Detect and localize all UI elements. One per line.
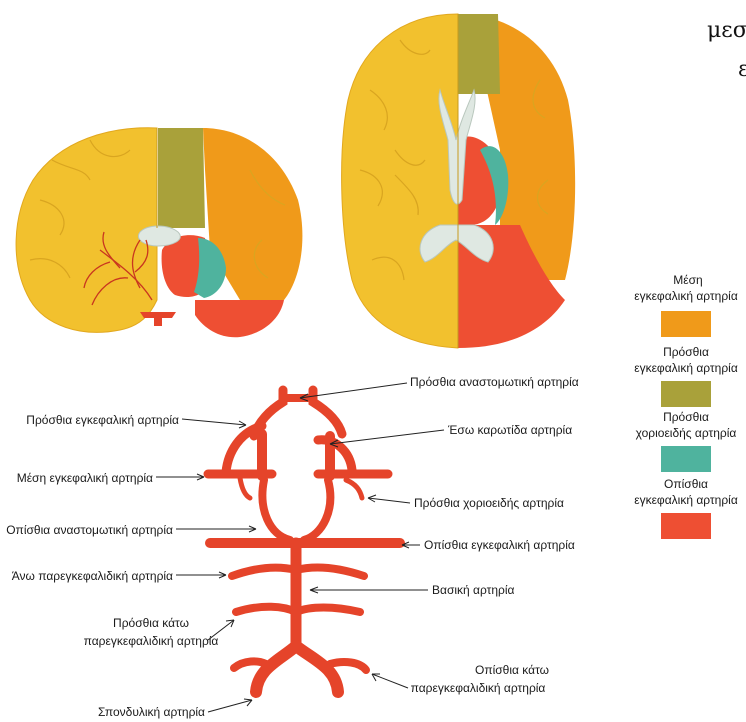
legend-aca-label-line-2: εγκεφαλική αρτηρία (634, 361, 738, 375)
circle-of-willis (208, 390, 400, 692)
coronal-aca-territory (158, 128, 205, 228)
anterior-cerebral-artery-right (313, 390, 342, 434)
axial-left-hemisphere (342, 14, 458, 348)
legend-pca-swatch (661, 513, 711, 539)
anterior-choroidal-left (240, 478, 250, 498)
axial-brain-section (342, 14, 576, 348)
legend-item-pca: Οπίσθια εγκεφαλική αρτηρία (634, 477, 738, 539)
anterior-inferior-cerebellar-artery (236, 607, 360, 612)
vertebral-artery-right (296, 646, 338, 692)
label-posterior-cerebral-artery: Οπίσθια εγκεφαλική αρτηρία (424, 538, 575, 552)
legend-pca-label-line-1: Οπίσθια (664, 477, 708, 491)
label-middle-cerebral-artery: Μέση εγκεφαλική αρτηρία (17, 471, 153, 485)
label-pica-line-1: Οπίσθια κάτω (475, 663, 549, 677)
coronal-pca-lower (195, 300, 284, 337)
anterior-choroidal-right (346, 480, 362, 498)
label-aica-line-2: παρεγκεφαλιδική αρτηρία (84, 634, 219, 648)
legend-pca-label-line-2: εγκεφαλική αρτηρία (634, 493, 738, 507)
coronal-brain-section (16, 128, 302, 337)
posterior-communicating-artery (262, 480, 330, 540)
legend-acha-label-line-2: χοριοειδής αρτηρία (636, 426, 737, 440)
legend-mca-swatch (661, 311, 711, 337)
label-basilar-artery: Βασική αρτηρία (432, 583, 515, 597)
legend-item-mca: Μέση εγκεφαλική αρτηρία (634, 273, 738, 337)
header-text-line-2: ε (738, 57, 746, 82)
label-pica-line-2: παρεγκεφαλιδική αρτηρία (411, 681, 546, 695)
label-anterior-communicating-artery: Πρόσθια αναστομωτική αρτηρία (410, 375, 579, 389)
legend-mca-label-line-2: εγκεφαλική αρτηρία (634, 289, 738, 303)
label-superior-cerebellar-artery: Άνω παρεγκεφαλιδική αρτηρία (12, 569, 173, 583)
coronal-ventricle (138, 226, 180, 246)
vertebral-artery-left (256, 646, 296, 692)
legend-mca-label-line-1: Μέση (673, 273, 702, 287)
posterior-inferior-cerebellar-right (330, 662, 366, 670)
label-posterior-communicating-artery: Οπίσθια αναστομωτική αρτηρία (6, 523, 173, 537)
header-text-line-1: μεσ (707, 18, 746, 43)
legend-acha-label-line-1: Πρόσθια (663, 410, 709, 424)
legend-aca-label-line-1: Πρόσθια (663, 345, 709, 359)
label-internal-carotid-artery: Έσω καρωτίδα αρτηρία (447, 423, 572, 437)
coronal-circle-of-willis (140, 312, 176, 326)
legend-item-aca: Πρόσθια εγκεφαλική αρτηρία (634, 345, 738, 407)
axial-aca-territory (458, 14, 500, 94)
label-vertebral-artery: Σπονδυλική αρτηρία (98, 705, 205, 719)
legend-item-acha: Πρόσθια χοριοειδής αρτηρία (636, 410, 737, 472)
coronal-left-hemisphere (16, 128, 157, 333)
legend: Μέση εγκεφαλική αρτηρία Πρόσθια εγκεφαλι… (634, 273, 738, 539)
label-aica-line-1: Πρόσθια κάτω (113, 616, 189, 630)
legend-aca-swatch (661, 381, 711, 407)
label-anterior-choroidal-artery: Πρόσθια χοριοειδής αρτηρία (414, 496, 564, 510)
label-anterior-cerebral-artery: Πρόσθια εγκεφαλική αρτηρία (26, 413, 179, 427)
legend-acha-swatch (661, 446, 711, 472)
